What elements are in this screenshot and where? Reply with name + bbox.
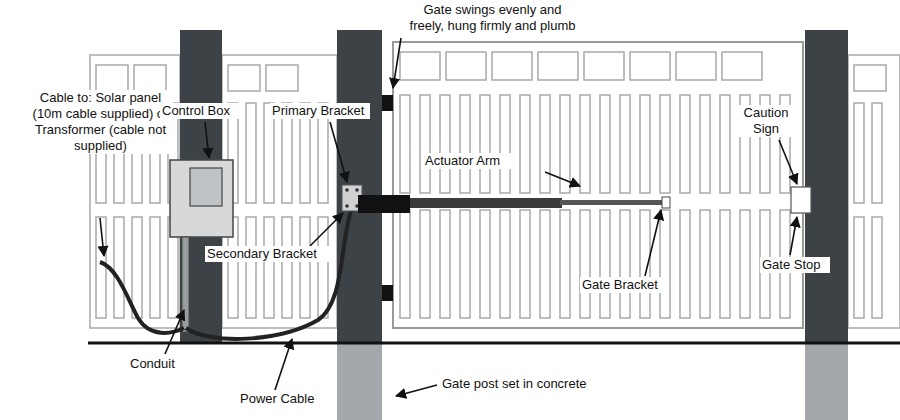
gate-frame [393, 42, 803, 328]
bar [620, 210, 630, 318]
control-box [170, 160, 233, 237]
bar [222, 55, 337, 328]
bar [580, 95, 590, 193]
bar [440, 210, 450, 318]
bar [246, 217, 256, 318]
hinge [382, 95, 393, 111]
gate-bracket [662, 197, 670, 208]
callout-label: Gate Stop [760, 257, 830, 273]
bar [540, 95, 550, 193]
bar [872, 217, 882, 318]
bar [872, 103, 882, 203]
bar [680, 95, 690, 193]
bar [854, 217, 864, 318]
bar [854, 65, 886, 91]
actuator-tube [410, 198, 562, 208]
bar [722, 52, 762, 80]
bar [630, 52, 670, 80]
callout-label: Gate swings evenly and freely, hung firm… [405, 2, 580, 34]
bar [492, 52, 532, 80]
post-footing [337, 343, 382, 420]
bar [96, 65, 128, 91]
bar [500, 210, 510, 318]
bar [580, 210, 590, 318]
bar [720, 210, 730, 318]
bar [134, 65, 166, 91]
bar [640, 95, 650, 193]
bar [540, 210, 550, 318]
bar [700, 95, 710, 193]
bar [584, 52, 624, 80]
bar [446, 52, 486, 80]
bar [600, 210, 610, 318]
bar [420, 95, 430, 193]
bar [300, 217, 310, 318]
bar [676, 52, 716, 80]
bar [560, 210, 570, 318]
callout-label: Conduit [128, 356, 186, 372]
bar [720, 95, 730, 193]
control-box-window [190, 168, 222, 206]
bar [480, 210, 490, 318]
bar [854, 103, 864, 203]
callout-label: Gate post set in concrete [440, 376, 610, 392]
bar [420, 210, 430, 318]
bar [282, 217, 292, 318]
bar [400, 95, 410, 193]
bar [700, 210, 710, 318]
bar [114, 217, 124, 318]
bar [400, 52, 440, 80]
bar [150, 217, 160, 318]
leader-lines [100, 38, 797, 396]
bar [680, 210, 690, 318]
gate-post [337, 30, 382, 343]
callout-label: Actuator Arm [423, 153, 513, 169]
bar [500, 95, 510, 193]
callout-label: Control Box [160, 103, 240, 119]
bar [96, 217, 106, 318]
callout-label: Secondary Bracket [205, 246, 330, 262]
bar [228, 65, 260, 91]
callout-label: Primary Bracket [270, 103, 370, 119]
power-cable [186, 208, 352, 339]
bar [400, 210, 410, 318]
bar [600, 95, 610, 193]
bar [660, 95, 670, 193]
bar [848, 55, 900, 328]
actuator-rod [560, 200, 665, 205]
callout-label: Power Cable [238, 391, 323, 407]
ground-line [88, 342, 900, 345]
bar [132, 217, 142, 318]
hinge [382, 285, 393, 301]
bar [520, 210, 530, 318]
conduit [182, 237, 189, 332]
bar [460, 210, 470, 318]
callout-label: Cable to: Solar panel (10m cable supplie… [28, 90, 173, 154]
bar [538, 52, 578, 80]
bar [740, 210, 750, 318]
bar [520, 95, 530, 193]
bar [480, 95, 490, 193]
bar [620, 95, 630, 193]
supply-cable [100, 262, 184, 333]
callout-label: Caution Sign [738, 105, 794, 137]
bar [264, 217, 274, 318]
bar [246, 103, 256, 203]
gate-stop [791, 187, 811, 213]
callout-label: Gate Bracket [580, 277, 665, 293]
post-footing [805, 343, 848, 420]
bar [440, 95, 450, 193]
bar [660, 210, 670, 318]
actuator-body [358, 195, 410, 213]
bar [460, 95, 470, 193]
bar [266, 65, 298, 91]
